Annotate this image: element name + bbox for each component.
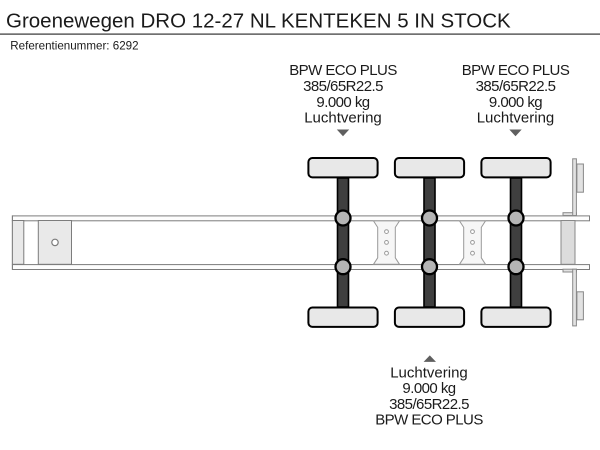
- svg-text:BPW ECO PLUS: BPW ECO PLUS: [462, 62, 570, 79]
- svg-text:9.000 kg: 9.000 kg: [316, 94, 369, 111]
- svg-text:Luchtvering: Luchtvering: [477, 110, 555, 127]
- svg-text:385/65R22.5: 385/65R22.5: [389, 396, 469, 413]
- svg-text:385/65R22.5: 385/65R22.5: [303, 78, 383, 95]
- svg-text:385/65R22.5: 385/65R22.5: [476, 78, 556, 95]
- svg-text:9.000 kg: 9.000 kg: [402, 380, 455, 397]
- svg-text:9.000 kg: 9.000 kg: [489, 94, 542, 111]
- svg-text:Groenewegen DRO 12-27 NL KENTE: Groenewegen DRO 12-27 NL KENTEKEN 5 IN S…: [6, 10, 511, 33]
- svg-text:Referentienummer: 6292: Referentienummer: 6292: [10, 40, 138, 53]
- svg-text:BPW ECO PLUS: BPW ECO PLUS: [375, 412, 483, 429]
- svg-text:Luchtvering: Luchtvering: [304, 110, 382, 127]
- svg-text:BPW ECO PLUS: BPW ECO PLUS: [289, 62, 397, 79]
- svg-text:Luchtvering: Luchtvering: [390, 364, 468, 381]
